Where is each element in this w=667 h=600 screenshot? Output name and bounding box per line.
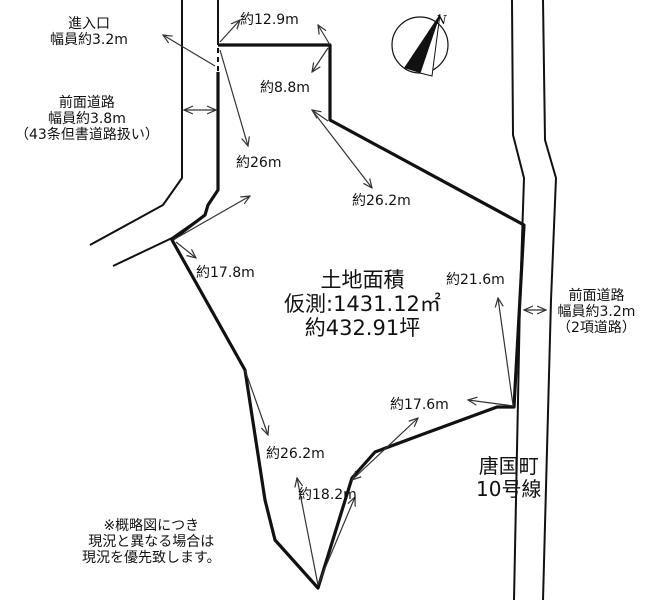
entrance-width: 幅員約3.2m (50, 32, 128, 49)
dimension-label: 約26.2m (266, 446, 325, 462)
road-name-line1: 唐国町 (478, 454, 539, 478)
right-road-width: 幅員約3.2m (557, 304, 636, 321)
plot-boundary (170, 43, 526, 590)
entrance-label: 進入口 幅員約3.2m (50, 16, 128, 48)
dimension-label: 約12.9m (240, 12, 299, 28)
dimension-arrows (163, 20, 546, 586)
left-road-label: 前面道路 幅員約3.8m （43条但書道路扱い） (15, 95, 159, 143)
note-line2: 現況と異なる場合は (88, 534, 215, 551)
dimension-label: 約17.8m (196, 265, 255, 281)
dimension-label: 約17.6m (390, 397, 449, 413)
dimension-label: 約8.8m (260, 80, 310, 96)
road-name-label: 唐国町 10号線 (476, 455, 541, 501)
area-title: 土地面積 (320, 268, 405, 292)
compass-north-label: N (435, 13, 447, 27)
north-compass-icon: N (391, 13, 449, 77)
dimension-label: 約26m (236, 155, 282, 171)
right-road (511, 0, 558, 600)
disclaimer-note: ※概略図につき 現況と異なる場合は 現況を優先致します。 (82, 518, 221, 566)
entrance-title: 進入口 (67, 16, 110, 32)
note-line1: ※概略図につき (103, 518, 200, 534)
left-road-type: （43条但書道路扱い） (15, 127, 159, 144)
road-name-line2: 10号線 (476, 477, 542, 501)
right-road-label: 前面道路 幅員約3.2m （2項道路） (557, 288, 636, 336)
right-road-type: （2項道路） (557, 320, 636, 337)
dimension-label: 約21.6m (446, 272, 505, 288)
right-road-title: 前面道路 (568, 288, 625, 304)
left-road-width: 幅員約3.8m (47, 111, 126, 128)
area-measured: 仮測:1431.12㎡ (284, 292, 441, 317)
dimension-label: 約26.2m (352, 193, 411, 209)
dimension-label: 約18.2m (298, 487, 357, 503)
left-road-title: 前面道路 (58, 95, 115, 111)
area-summary: 土地面積 仮測:1431.12㎡ 約432.91坪 (284, 268, 441, 340)
note-line3: 現況を優先致します。 (82, 550, 221, 567)
area-tsubo: 約432.91坪 (304, 316, 421, 341)
